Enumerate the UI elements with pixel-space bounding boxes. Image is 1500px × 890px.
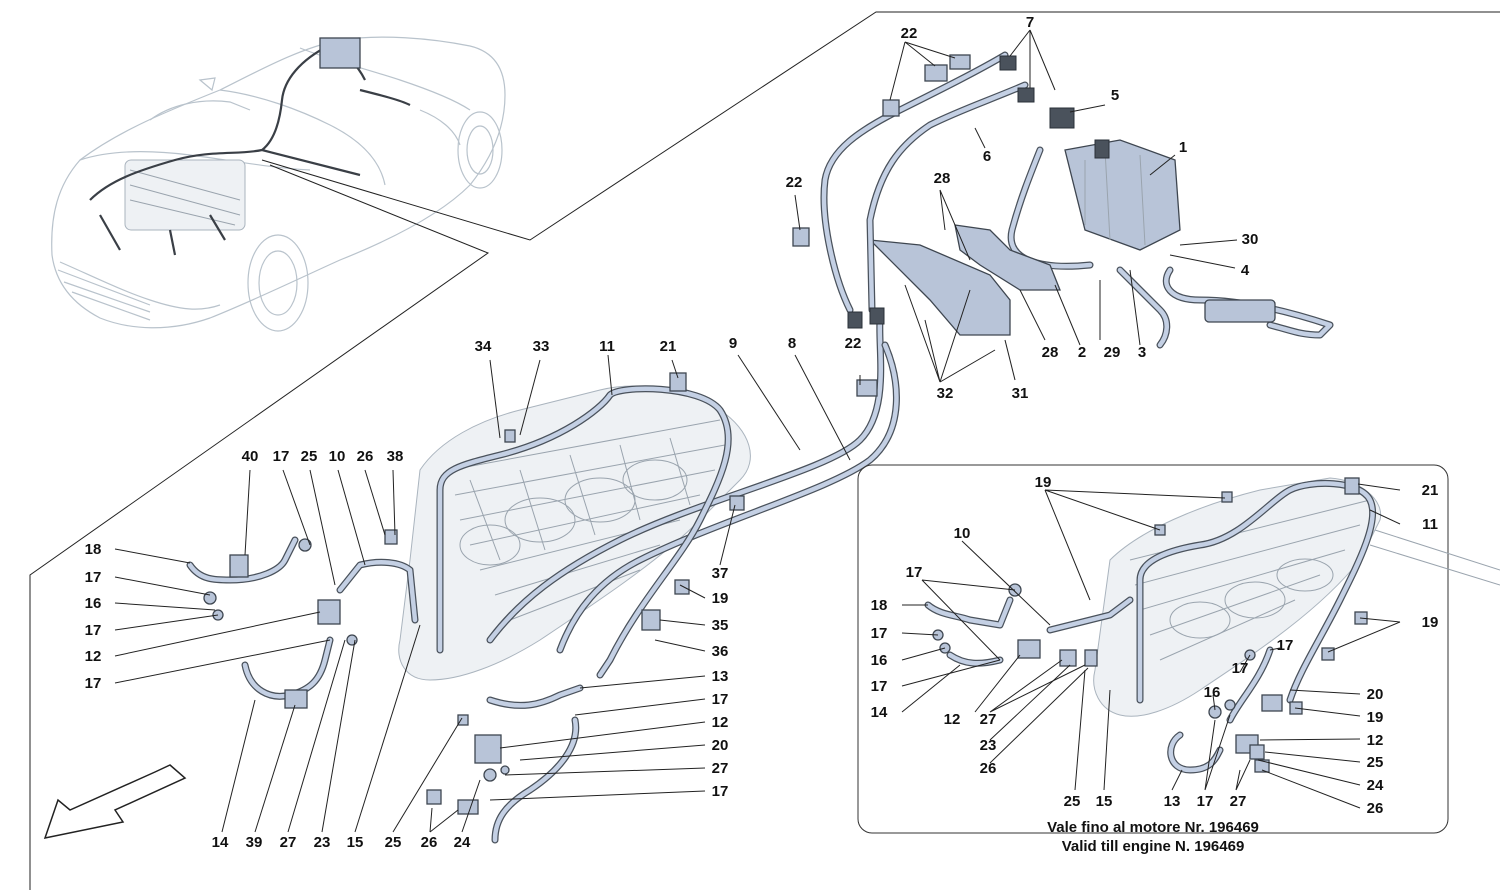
callout-30: 30 <box>1242 231 1259 248</box>
inset-validity-note-it: Vale fino al motore Nr. 196469 <box>1047 819 1259 836</box>
callout-36: 36 <box>712 643 729 660</box>
callout-9: 9 <box>729 335 737 352</box>
callout-22: 22 <box>786 174 803 191</box>
car-canister-thumb <box>319 37 361 69</box>
callout-19: 19 <box>712 590 729 607</box>
callout-21: 21 <box>660 338 677 355</box>
callout-17: 17 <box>85 569 102 586</box>
car-overview-illustration <box>51 36 506 332</box>
inset-callout-26: 26 <box>980 760 997 777</box>
inset-callout-14: 14 <box>871 704 888 721</box>
callout-35: 35 <box>712 617 729 634</box>
inset-validity-note-en: Valid till engine N. 196469 <box>1062 838 1245 855</box>
callout-12: 12 <box>85 648 102 665</box>
inset-callout-24: 24 <box>1367 777 1384 794</box>
canister-1 <box>1064 139 1181 251</box>
inset-callout-12: 12 <box>1367 732 1384 749</box>
inset-callout-26: 26 <box>1367 800 1384 817</box>
inset-callout-17: 17 <box>871 678 888 695</box>
inset-callout-17: 17 <box>1277 637 1294 654</box>
callout-38: 38 <box>387 448 404 465</box>
callout-22: 22 <box>901 25 918 42</box>
car-wiring-harness <box>89 44 411 201</box>
inset-callout-23: 23 <box>980 737 997 754</box>
inset-callout-16: 16 <box>871 652 888 669</box>
inset-callout-17: 17 <box>906 564 923 581</box>
inset-callout-27: 27 <box>1230 793 1247 810</box>
callout-17: 17 <box>712 691 729 708</box>
callout-25: 25 <box>301 448 318 465</box>
callout-11: 11 <box>599 338 615 355</box>
callout-6: 6 <box>983 148 991 165</box>
callout-17: 17 <box>85 675 102 692</box>
heat-shield-31 <box>868 239 1011 336</box>
callout-15: 15 <box>347 834 364 851</box>
callout-32: 32 <box>937 385 954 402</box>
callout-13: 13 <box>712 668 729 685</box>
inset-callout-10: 10 <box>954 525 971 542</box>
inset-callout-18: 18 <box>871 597 888 614</box>
car-engine-block <box>124 159 246 231</box>
callout-27: 27 <box>280 834 297 851</box>
inset-callout-27: 27 <box>980 711 997 728</box>
callout-31: 31 <box>1012 385 1029 402</box>
callout-16: 16 <box>85 595 102 612</box>
callout-5: 5 <box>1111 87 1119 104</box>
inset-callout-17: 17 <box>871 625 888 642</box>
callout-17: 17 <box>85 622 102 639</box>
inset-callout-12: 12 <box>944 711 961 728</box>
callout-24: 24 <box>454 834 471 851</box>
inset-frame <box>857 464 1449 834</box>
callout-29: 29 <box>1104 344 1121 361</box>
callout-labels: 22 7 5 1 6 22 28 30 4 22 28 2 29 3 32 31… <box>85 14 1439 851</box>
callout-27: 27 <box>712 760 729 777</box>
leader-lines <box>114 29 1401 833</box>
inset-callout-19: 19 <box>1035 474 1052 491</box>
overview-guide-lines <box>29 11 1500 890</box>
inset-engine-variant: Vale fino al motore Nr. 196469 Valid til… <box>857 464 1500 855</box>
callout-39: 39 <box>246 834 263 851</box>
inset-callout-20: 20 <box>1367 686 1384 703</box>
callout-3: 3 <box>1138 344 1146 361</box>
inset-callout-15: 15 <box>1096 793 1113 810</box>
inset-callout-25: 25 <box>1064 793 1081 810</box>
inset-callout-21: 21 <box>1422 482 1439 499</box>
callout-33: 33 <box>533 338 550 355</box>
callout-10: 10 <box>329 448 346 465</box>
inset-callout-25: 25 <box>1367 754 1384 771</box>
main-fuel-vapour-lines <box>436 316 900 679</box>
inset-callout-17: 17 <box>1232 660 1249 677</box>
callout-26: 26 <box>357 448 374 465</box>
inset-callout-19: 19 <box>1422 614 1439 631</box>
canister-assembly <box>792 51 1334 397</box>
front-direction-arrow <box>43 764 187 839</box>
callout-20: 20 <box>712 737 729 754</box>
callout-34: 34 <box>475 338 492 355</box>
inset-callout-16: 16 <box>1204 684 1221 701</box>
callout-28: 28 <box>1042 344 1059 361</box>
callout-1: 1 <box>1179 139 1187 156</box>
callout-23: 23 <box>314 834 331 851</box>
bracket-2 <box>954 224 1061 291</box>
callout-25: 25 <box>385 834 402 851</box>
inset-callout-17: 17 <box>1197 793 1214 810</box>
callout-7: 7 <box>1026 14 1034 31</box>
callout-26: 26 <box>421 834 438 851</box>
callout-17: 17 <box>712 783 729 800</box>
callout-12: 12 <box>712 714 729 731</box>
callout-8: 8 <box>788 335 796 352</box>
callout-14: 14 <box>212 834 229 851</box>
callout-18: 18 <box>85 541 102 558</box>
callout-37: 37 <box>712 565 729 582</box>
callout-22: 22 <box>845 335 862 352</box>
callout-2: 2 <box>1078 344 1086 361</box>
callout-4: 4 <box>1241 262 1250 279</box>
callout-17: 17 <box>273 448 290 465</box>
inset-callout-19: 19 <box>1367 709 1384 726</box>
callout-28: 28 <box>934 170 951 187</box>
callout-40: 40 <box>242 448 259 465</box>
inset-callout-13: 13 <box>1164 793 1181 810</box>
inset-callout-11: 11 <box>1422 516 1438 533</box>
